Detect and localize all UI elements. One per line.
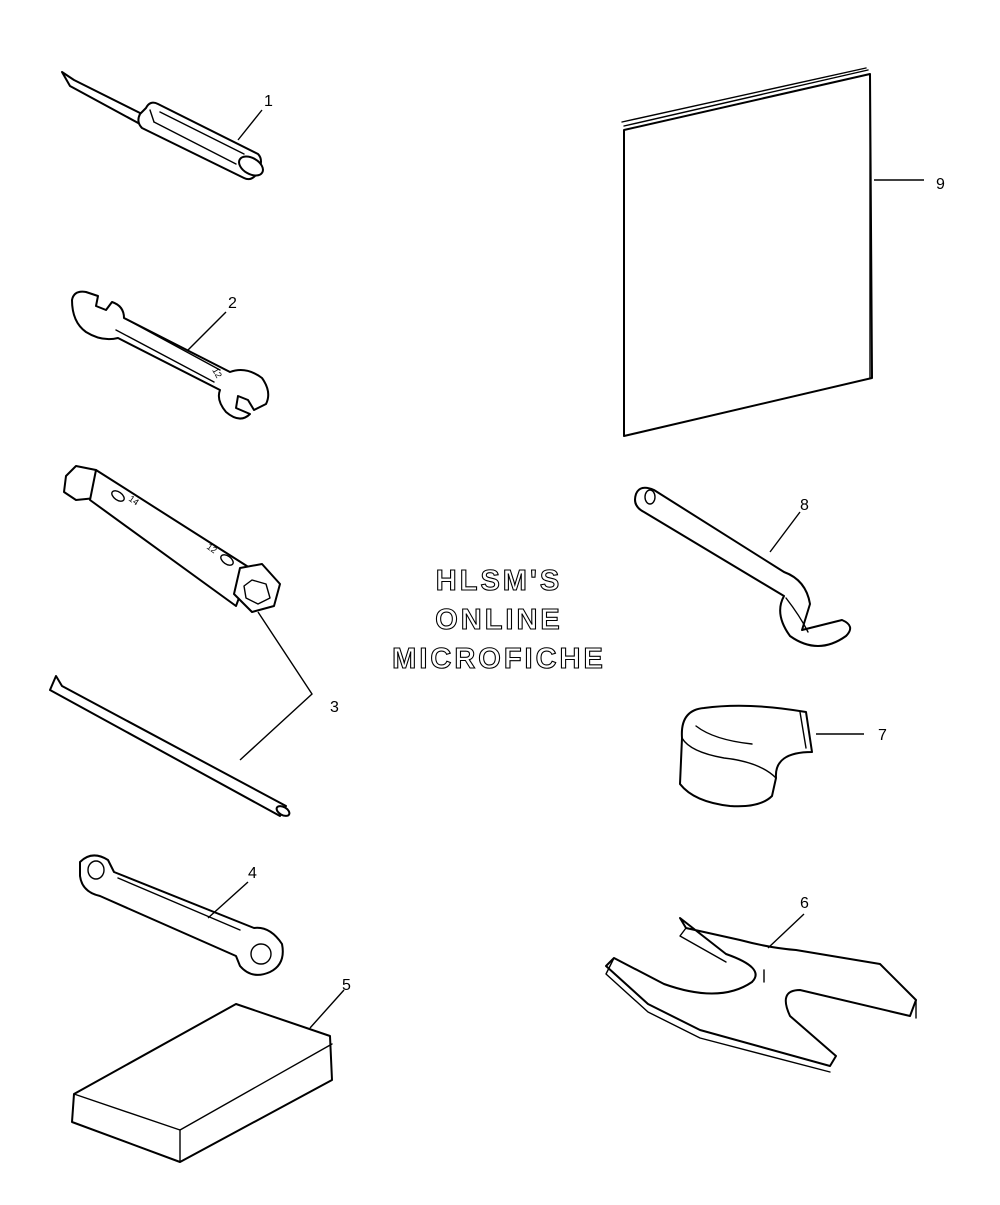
- part-4-ring-spanner[interactable]: [79, 854, 284, 976]
- part-3-tommy-bar[interactable]: [49, 675, 291, 818]
- leader-4: [207, 881, 249, 919]
- stamp-box-size-b: 12: [205, 541, 219, 555]
- leader-8: [769, 511, 801, 553]
- stamp-box-size-a: 14: [127, 493, 141, 507]
- callout-4: 4: [248, 865, 257, 882]
- callout-2: 2: [228, 295, 237, 312]
- part-7-strap[interactable]: [679, 704, 813, 808]
- watermark-line-2: ONLINE: [435, 604, 563, 636]
- leader-1: [237, 109, 263, 141]
- leader-3: [239, 611, 313, 761]
- watermark-line-3: MICROFICHE: [392, 643, 606, 675]
- callout-8: 8: [800, 497, 809, 514]
- callout-6: 6: [800, 895, 809, 912]
- part-3-box-wrench[interactable]: 14 12: [63, 465, 281, 613]
- stamp-wrench-size: 12: [210, 366, 224, 380]
- callout-7: 7: [878, 727, 887, 744]
- watermark-line-1: HLSM'S: [436, 565, 562, 597]
- part-2-open-end-wrench[interactable]: 12: [71, 290, 270, 420]
- callout-5: 5: [342, 977, 351, 994]
- part-5-tool-bag[interactable]: [71, 1003, 333, 1163]
- callout-1: 1: [264, 93, 273, 110]
- part-6-holder[interactable]: [605, 917, 917, 1073]
- watermark: HLSM'S ONLINE MICROFICHE: [392, 564, 606, 675]
- leader-2: [187, 311, 227, 351]
- part-9-owners-manual[interactable]: [621, 67, 873, 437]
- part-1-screwdriver[interactable]: [61, 71, 266, 181]
- callout-9: 9: [936, 176, 945, 193]
- leader-6: [767, 913, 805, 949]
- part-8-hook-spanner[interactable]: [634, 486, 852, 647]
- callout-3: 3: [330, 699, 339, 716]
- leader-5: [309, 989, 345, 1029]
